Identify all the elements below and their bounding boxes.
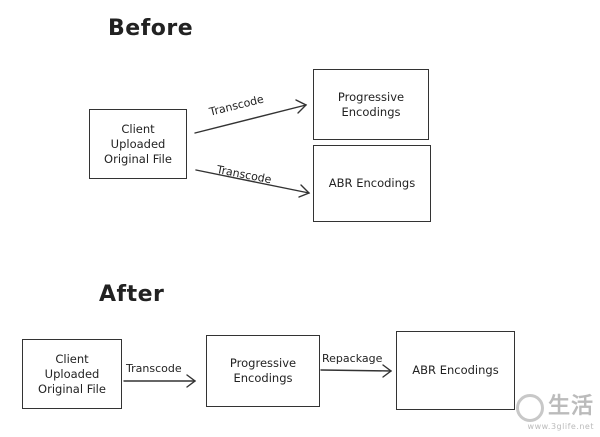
after-client-line-1: Client — [55, 351, 89, 366]
before-abr-box: ABR Encodings — [313, 145, 431, 222]
after-progressive-line-2: Encodings — [233, 371, 293, 385]
after-abr-label: ABR Encodings — [412, 363, 499, 377]
after-abr-box: ABR Encodings — [396, 331, 515, 410]
watermark-logo-icon — [515, 394, 544, 422]
before-client-line-1: Client — [121, 121, 155, 136]
watermark-main: 生活 — [547, 393, 594, 419]
before-arrow-transcode-progressive — [194, 104, 307, 134]
before-arrow-transcode-abr — [195, 169, 310, 194]
after-edge-label-1: Transcode — [126, 362, 182, 375]
after-client-line-3: Original File — [38, 381, 106, 396]
after-heading: After — [99, 282, 165, 307]
before-progressive-box: Progressive Encodings — [313, 69, 429, 140]
before-client-box: Client Uploaded Original File — [89, 109, 187, 179]
after-client-line-2: Uploaded — [44, 366, 100, 381]
watermark-url: www.3glife.net — [527, 422, 594, 431]
after-edge-label-2: Repackage — [322, 352, 383, 365]
before-client-line-2: Uploaded — [110, 136, 166, 151]
after-progressive-line-1: Progressive — [229, 356, 297, 370]
after-client-box: Client Uploaded Original File — [22, 339, 122, 409]
before-heading: Before — [108, 16, 194, 41]
before-client-line-3: Original File — [104, 151, 172, 166]
before-progressive-line-2: Encodings — [341, 104, 401, 119]
watermark: 生活 www.3glife.net — [515, 388, 594, 431]
before-progressive-line-1: Progressive — [337, 89, 405, 104]
before-abr-label: ABR Encodings — [328, 176, 416, 190]
after-progressive-box: Progressive Encodings — [206, 335, 320, 407]
after-arrow-repackage — [320, 369, 392, 372]
